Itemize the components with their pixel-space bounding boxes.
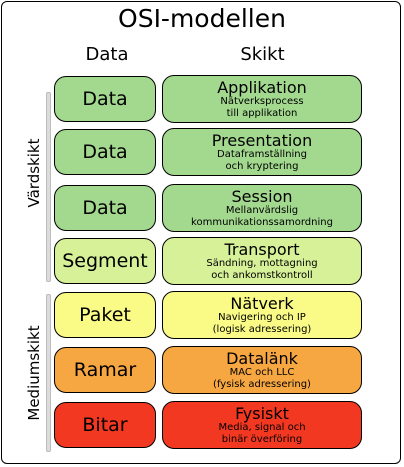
layer-description-line2: och ankomstkontroll bbox=[211, 269, 313, 281]
layer-description-line1: Dataframställning bbox=[217, 148, 307, 160]
data-column-header: Data bbox=[85, 44, 129, 65]
data-unit-label: Segment bbox=[62, 250, 148, 272]
host-layers-bracket bbox=[46, 92, 51, 282]
media-layers-label: Mediumskikt bbox=[25, 325, 43, 421]
data-unit-7: Bitar bbox=[54, 402, 156, 448]
layer-description-line2: binär överföring bbox=[221, 433, 303, 445]
layer-name: Datalänk bbox=[226, 348, 298, 368]
layer-name: Presentation bbox=[211, 130, 313, 150]
media-layers-bracket bbox=[46, 294, 51, 452]
data-unit-4: Segment bbox=[54, 238, 156, 284]
layer-description-line1: Navigering och IP bbox=[218, 311, 306, 323]
diagram-title: OSI-modellen bbox=[118, 4, 286, 33]
layer-name: Fysiskt bbox=[235, 403, 289, 423]
layer-description-line2: till applikation bbox=[226, 107, 298, 119]
data-unit-6: Ramar bbox=[54, 347, 156, 393]
data-unit-label: Bitar bbox=[82, 414, 128, 436]
layer-description-line1: Media, signal och bbox=[218, 421, 306, 433]
data-unit-1: Data bbox=[54, 76, 156, 122]
data-unit-2: Data bbox=[54, 129, 156, 175]
layer-name: Session bbox=[231, 186, 293, 206]
data-unit-label: Ramar bbox=[73, 359, 137, 381]
layer-description-line1: Nätverksprocess bbox=[220, 95, 304, 107]
layer-description-line2: kommunikationssamordning bbox=[191, 216, 333, 228]
layer-description-line1: Sändning, mottagning bbox=[206, 257, 318, 269]
data-unit-label: Data bbox=[82, 197, 128, 219]
layer-column-header: Skikt bbox=[240, 44, 285, 65]
layer-name: Nätverk bbox=[230, 293, 294, 313]
host-layers-label: Värdskikt bbox=[25, 138, 43, 208]
layer-name: Applikation bbox=[217, 77, 307, 97]
layer-description-line2: (fysisk adressering) bbox=[213, 378, 311, 390]
layer-description-line2: och kryptering bbox=[225, 160, 299, 172]
data-unit-label: Data bbox=[82, 141, 128, 163]
data-unit-3: Data bbox=[54, 185, 156, 231]
data-unit-label: Paket bbox=[79, 304, 131, 326]
data-unit-label: Data bbox=[82, 88, 128, 110]
layer-description-line2: (logisk adressering) bbox=[212, 323, 312, 335]
layer-name: Transport bbox=[224, 239, 300, 259]
layer-description-line1: Mellanvärdslig bbox=[225, 204, 299, 216]
layer-description-line1: MAC och LLC bbox=[229, 366, 295, 378]
data-unit-5: Paket bbox=[54, 292, 156, 338]
